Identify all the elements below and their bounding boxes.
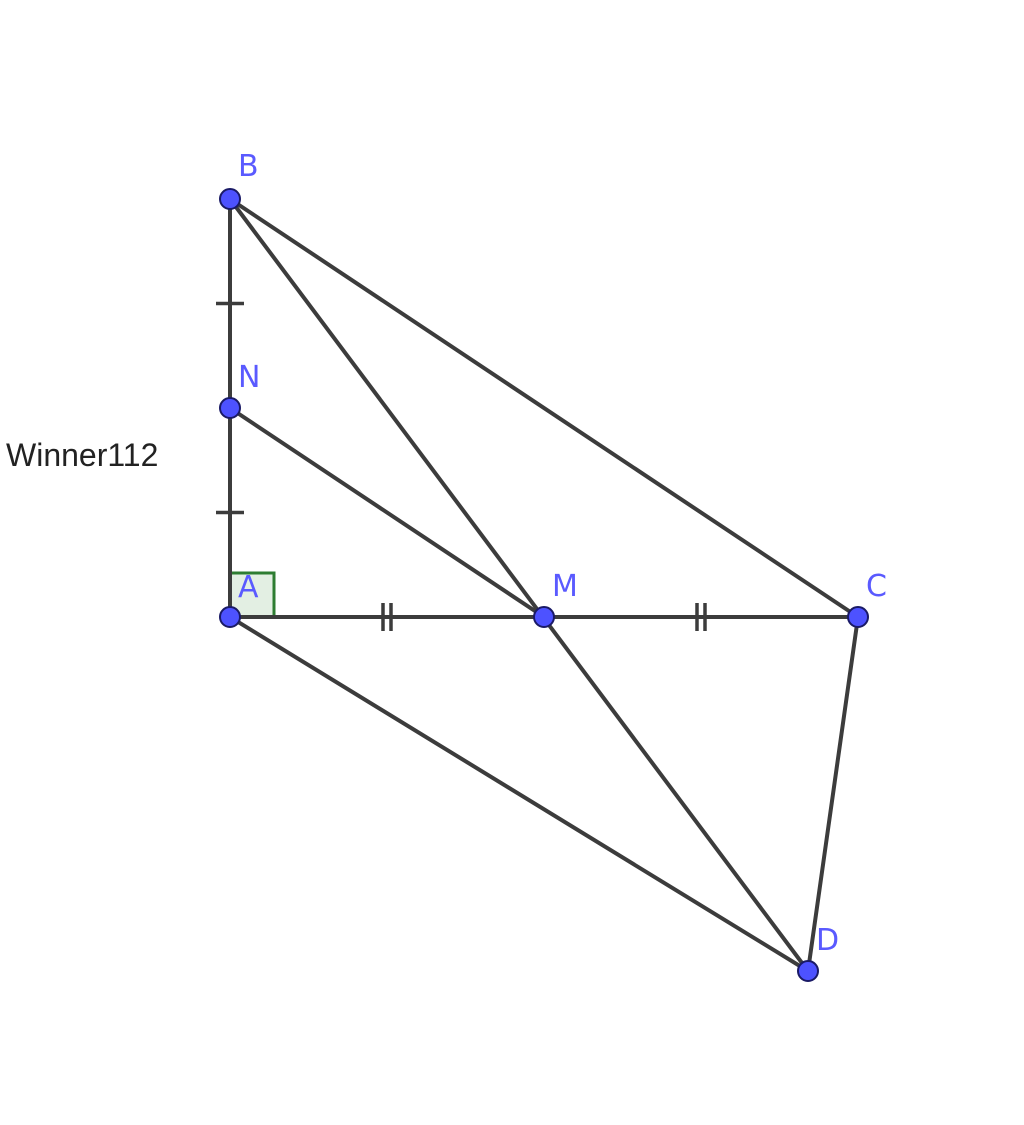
point-label-b: B [238, 149, 259, 184]
point-n[interactable] [219, 397, 241, 419]
segment-bc [228, 197, 860, 619]
point-d[interactable] [797, 960, 819, 982]
equal-marks-layer [216, 301, 707, 631]
segments-layer [228, 197, 860, 973]
segment-bd [228, 197, 810, 973]
point-label-n: N [238, 360, 260, 395]
point-label-m: M [552, 569, 578, 604]
watermark-text: Winner112 [6, 437, 158, 473]
point-m[interactable] [533, 606, 555, 628]
point-label-d: D [816, 923, 839, 958]
point-c[interactable] [847, 606, 869, 628]
segment-ad [228, 615, 810, 973]
segment-cd [806, 615, 860, 973]
segment-nm [228, 406, 546, 619]
labels-layer: A B C D M N [238, 149, 887, 958]
point-label-c: C [866, 569, 887, 604]
point-label-a: A [238, 570, 259, 605]
points-layer [219, 188, 869, 982]
point-b[interactable] [219, 188, 241, 210]
point-a[interactable] [219, 606, 241, 628]
